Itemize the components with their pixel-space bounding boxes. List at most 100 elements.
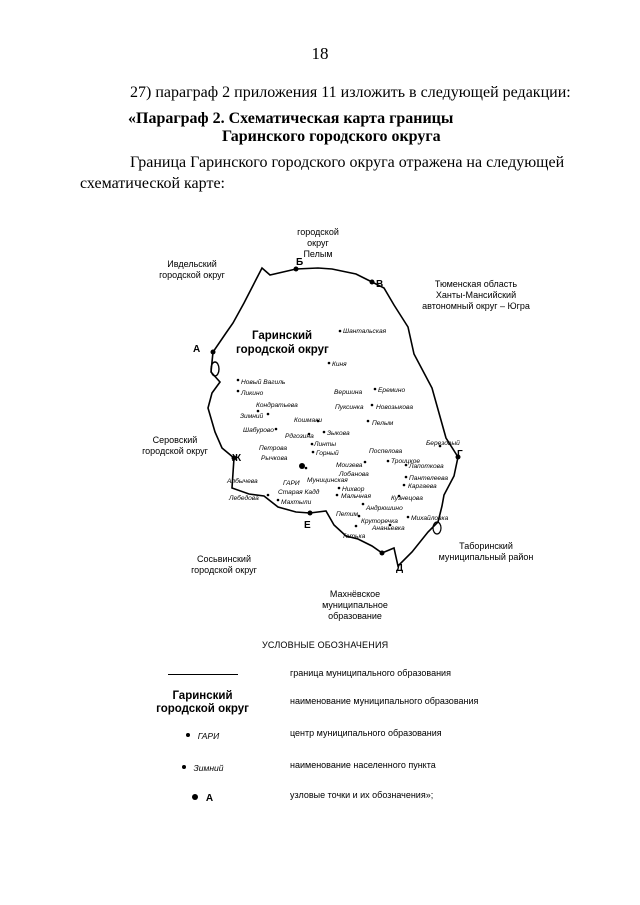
neighbor-sosva-1: Сосьвинский — [197, 554, 251, 564]
settlement-label: Линты — [313, 441, 336, 448]
node-label-a: А — [193, 344, 200, 355]
settlement-label: Татька — [342, 533, 366, 540]
center-gari-mark — [299, 463, 305, 469]
legend-row-name: Гаринский городской округ наименование м… — [130, 690, 530, 716]
settlement-label: Ананьевка — [371, 525, 405, 532]
neighbor-makhnevo-2: муниципальное — [322, 600, 388, 610]
settlement-label: Шантальская — [343, 328, 387, 335]
settlement-label: Троицкое — [391, 458, 420, 465]
settlement-label: Нихвор — [342, 486, 365, 493]
node-dot-icon — [191, 793, 198, 800]
center-label-gari: ГАРИ — [283, 480, 300, 487]
neighbor-pelym-1: городской — [297, 227, 339, 237]
legend-node-label: А — [205, 793, 214, 804]
page-number: 18 — [311, 44, 329, 63]
legend-settlement-symbol: Зимний — [130, 758, 275, 776]
settlement-label: Андрюшино — [365, 504, 403, 512]
legend-center-desc: центр муниципального образования — [290, 728, 442, 738]
settlement-label: Круторечка — [361, 518, 398, 525]
legend-name-desc: наименование муниципального образования — [290, 696, 479, 706]
legend-row-boundary: граница муниципального образования — [130, 666, 530, 690]
neighbor-serov-1: Серовский — [153, 435, 198, 445]
node-v-dot — [369, 279, 375, 285]
neighbor-tabory-1: Таборинский — [459, 541, 513, 551]
legend-name-symbol: Гаринский городской округ — [130, 690, 275, 716]
settlement-label: Лебедова — [228, 494, 259, 502]
settlement-label: Зыкова — [327, 430, 350, 437]
legend-settlement-label: Зимний — [193, 763, 224, 773]
district-boundary — [207, 266, 459, 568]
neighbor-makhnevo-1: Махнёвское — [330, 589, 380, 599]
legend-title: УСЛОВНЫЕ ОБОЗНАЧЕНИЯ — [262, 640, 389, 650]
settlement-label: Старая Кадд — [278, 488, 320, 496]
legend-settlement-desc: наименование населенного пункта — [290, 760, 436, 770]
node-label-v: В — [376, 279, 383, 290]
settlement-label: Мальчная — [341, 493, 371, 500]
legend-center-symbol: ГАРИ — [130, 726, 275, 744]
settlement-label: Каргаева — [408, 483, 437, 490]
node-label-b: Б — [296, 257, 303, 268]
paragraph-title-line1: «Параграф 2. Схематическая карта границы — [128, 110, 454, 127]
settlement-label: Муницинская — [307, 477, 348, 484]
settlement-label: Пуксинка — [335, 404, 364, 411]
paragraph-title: «Параграф 2. Схематическая карта границы… — [128, 110, 488, 146]
node-e-dot — [307, 510, 313, 516]
node-b-dot — [293, 266, 299, 272]
settlement-label: Еремино — [378, 387, 405, 394]
neighbor-tyumen-2: Ханты-Мансийский — [436, 290, 516, 300]
settlement-label: Рычкова — [261, 455, 288, 462]
legend-row-settlement: Зимний наименование населенного пункта — [130, 758, 530, 782]
legend-node-symbol: А — [130, 788, 275, 806]
settlement-label: Горный — [316, 449, 339, 457]
settlement-label: Махтыли — [281, 499, 312, 506]
settlement-label: Шабурово — [243, 426, 274, 434]
center-dot-icon — [185, 732, 190, 737]
neighbor-makhnevo-3: образование — [328, 611, 382, 621]
neighbor-serov-2: городской округ — [142, 446, 209, 456]
legend-node-desc: узловые точки и их обозначения»; — [290, 790, 434, 800]
neighbor-ivdel-1: Ивдельский — [167, 259, 217, 269]
node-zh-dot — [231, 455, 237, 461]
node-label-zh: Ж — [231, 453, 242, 464]
settlement-label: Моизева — [336, 462, 363, 469]
settlement-label: Кузнецова — [391, 495, 423, 502]
settlement-label: Кошмаки — [294, 417, 322, 424]
paragraph-title-line2: Гаринского городского округа — [222, 128, 441, 145]
legend-name-line1: Гаринский — [172, 690, 233, 702]
settlement-label: Зимний — [240, 412, 264, 420]
settlement-label: Пелым — [372, 420, 394, 427]
settlement-label: Пантелеева — [409, 475, 448, 482]
settlement-label: Новозыкова — [376, 404, 413, 411]
settlement-label: Кондратьева — [256, 401, 298, 409]
settlement-dot-icon — [181, 764, 186, 769]
node-g-dot — [455, 454, 461, 460]
description-text: Граница Гаринского городского округа отр… — [80, 154, 565, 192]
settlement-dots — [236, 329, 442, 528]
settlement-label: Вершина — [334, 389, 363, 396]
settlement-label: Петрова — [259, 445, 287, 452]
district-name-line2: городской округ — [236, 344, 329, 356]
legend-row-node: А узловые точки и их обозначения»; — [130, 788, 530, 812]
intro-text: 27) параграф 2 приложения 11 изложить в … — [130, 84, 571, 101]
settlement-label: Лобанова — [338, 470, 369, 478]
settlement-label: Киня — [332, 361, 347, 368]
settlement-label: Михайловка — [411, 514, 449, 522]
settlement-label: Ликино — [240, 390, 264, 397]
settlement-label: Березовый — [426, 439, 460, 447]
neighbor-tabory-2: муниципальный район — [439, 552, 534, 562]
settlement-label: Поспелова — [369, 448, 403, 455]
node-label-g: Г — [457, 449, 463, 460]
settlement-label: Петим — [336, 511, 359, 518]
node-label-e: Е — [304, 520, 311, 531]
settlement-label: Новый Вагиль — [241, 378, 286, 386]
district-name-line1: Гаринский — [252, 330, 312, 342]
settlement-label: Албычева — [226, 477, 258, 485]
settlement-label: Рдгозина — [285, 432, 314, 440]
node-d-dot — [379, 550, 385, 556]
loop-shape — [432, 521, 442, 535]
node-points — [210, 266, 461, 556]
legend-center-label: ГАРИ — [197, 731, 220, 741]
neighbor-pelym-3: Пелым — [303, 249, 332, 259]
legend-name-line2: городской округ — [156, 703, 249, 715]
